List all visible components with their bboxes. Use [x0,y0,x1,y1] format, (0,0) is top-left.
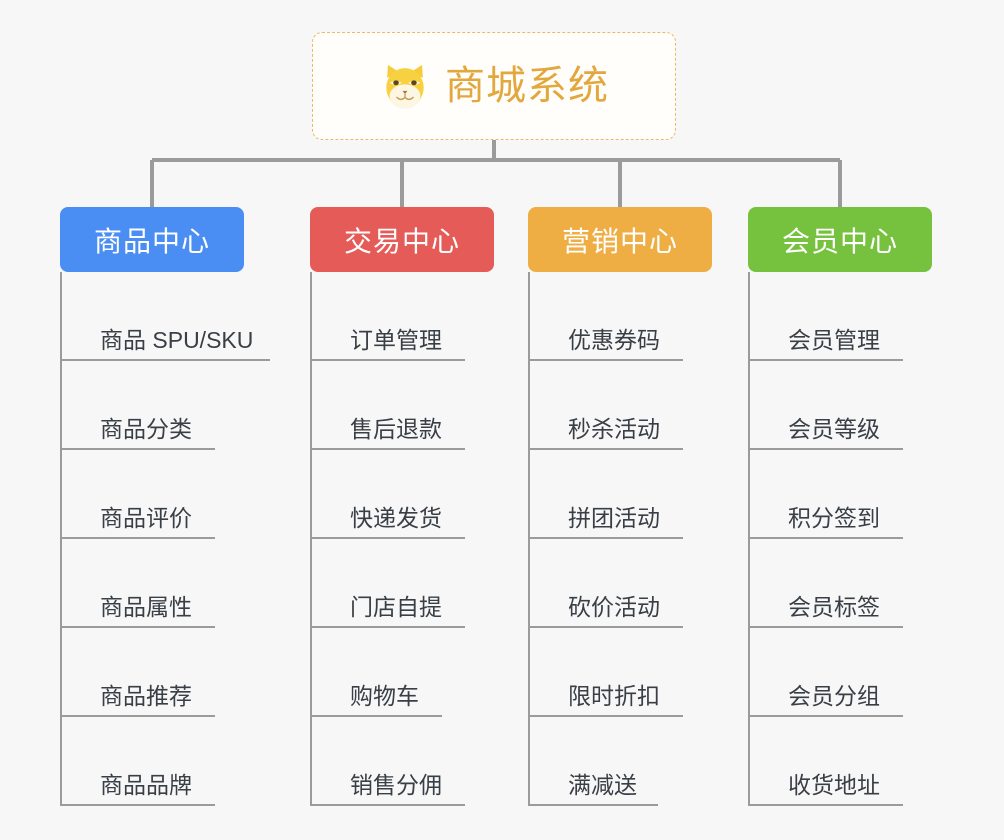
leaf-item[interactable]: 会员管理 [748,272,932,361]
leaf-underline [528,359,683,361]
leaf-item[interactable]: 会员标签 [748,539,932,628]
leaf-underline [310,448,465,450]
leaf-label: 商品 SPU/SKU [100,327,254,354]
leaf-label: 销售分佣 [350,772,442,799]
branch-header-member-center[interactable]: 会员中心 [748,207,932,272]
leaf-item[interactable]: 快递发货 [310,450,494,539]
branch-header-marketing-center[interactable]: 营销中心 [528,207,712,272]
leaf-label: 商品属性 [100,594,192,621]
leaf-item[interactable]: 商品属性 [60,539,244,628]
branch-trunk-line [748,272,750,806]
leaf-underline [60,804,215,806]
branch-trunk-line [528,272,530,806]
leaf-underline [60,537,215,539]
branch-header-product-center[interactable]: 商品中心 [60,207,244,272]
leaf-item[interactable]: 秒杀活动 [528,361,712,450]
leaf-item[interactable]: 销售分佣 [310,717,494,806]
leaf-underline [60,359,270,361]
leaf-item[interactable]: 门店自提 [310,539,494,628]
leaf-label: 售后退款 [350,416,442,443]
leaf-label: 会员等级 [788,416,880,443]
leaf-underline [310,537,465,539]
leaf-underline [528,537,683,539]
leaf-item[interactable]: 满减送 [528,717,712,806]
leaf-item[interactable]: 收货地址 [748,717,932,806]
leaf-item[interactable]: 订单管理 [310,272,494,361]
leaf-underline [310,715,442,717]
leaf-underline [528,448,683,450]
leaf-list-trade-center: 订单管理售后退款快递发货门店自提购物车销售分佣 [310,272,494,806]
leaf-list-member-center: 会员管理会员等级积分签到会员标签会员分组收货地址 [748,272,932,806]
leaf-label: 会员分组 [788,683,880,710]
shiba-dog-face-icon [386,64,424,109]
leaf-underline [748,537,903,539]
leaf-item[interactable]: 会员等级 [748,361,932,450]
leaf-label: 快递发货 [350,505,442,532]
leaf-underline [748,715,903,717]
branch-trade-center: 交易中心订单管理售后退款快递发货门店自提购物车销售分佣 [310,207,494,806]
leaf-underline [60,715,215,717]
leaf-item[interactable]: 售后退款 [310,361,494,450]
leaf-item[interactable]: 商品推荐 [60,628,244,717]
leaf-underline [748,804,903,806]
branch-marketing-center: 营销中心优惠券码秒杀活动拼团活动砍价活动限时折扣满减送 [528,207,712,806]
branch-product-center: 商品中心商品 SPU/SKU 商品分类商品评价商品属性商品推荐商品品牌 [60,207,270,806]
leaf-label: 商品分类 [100,416,192,443]
leaf-label: 商品品牌 [100,772,192,799]
root-node[interactable]: 商城系统 [312,32,676,140]
leaf-item[interactable]: 积分签到 [748,450,932,539]
leaf-label: 会员标签 [788,594,880,621]
leaf-label: 限时折扣 [568,683,660,710]
leaf-underline [310,359,465,361]
branch-trunk-line [310,272,312,806]
branch-header-trade-center[interactable]: 交易中心 [310,207,494,272]
leaf-underline [60,448,215,450]
leaf-item[interactable]: 商品评价 [60,450,244,539]
leaf-underline [748,448,903,450]
leaf-underline [60,626,215,628]
leaf-item[interactable]: 砍价活动 [528,539,712,628]
leaf-item[interactable]: 商品品牌 [60,717,244,806]
leaf-item[interactable]: 购物车 [310,628,494,717]
branch-trunk-line [60,272,62,806]
leaf-underline [310,804,465,806]
leaf-underline [748,359,903,361]
leaf-underline [528,715,683,717]
leaf-list-product-center: 商品 SPU/SKU 商品分类商品评价商品属性商品推荐商品品牌 [60,272,270,806]
leaf-label: 积分签到 [788,505,880,532]
leaf-underline [528,626,683,628]
leaf-underline [748,626,903,628]
leaf-label: 秒杀活动 [568,416,660,443]
leaf-label: 拼团活动 [568,505,660,532]
leaf-label: 购物车 [350,683,419,710]
leaf-label: 商品推荐 [100,683,192,710]
leaf-underline [310,626,465,628]
leaf-label: 商品评价 [100,505,192,532]
leaf-label: 收货地址 [788,772,880,799]
leaf-label: 砍价活动 [568,594,660,621]
leaf-item[interactable]: 会员分组 [748,628,932,717]
leaf-underline [528,804,658,806]
leaf-item[interactable]: 拼团活动 [528,450,712,539]
leaf-label: 会员管理 [788,327,880,354]
leaf-label: 满减送 [568,772,637,799]
branch-member-center: 会员中心会员管理会员等级积分签到会员标签会员分组收货地址 [748,207,932,806]
leaf-label: 优惠券码 [568,327,660,354]
leaf-label: 门店自提 [350,594,442,621]
leaf-item[interactable]: 限时折扣 [528,628,712,717]
leaf-item[interactable]: 商品 SPU/SKU [60,272,270,361]
root-title: 商城系统 [445,64,609,108]
leaf-item[interactable]: 优惠券码 [528,272,712,361]
leaf-item[interactable]: 商品分类 [60,361,244,450]
leaf-label: 订单管理 [350,327,442,354]
leaf-list-marketing-center: 优惠券码秒杀活动拼团活动砍价活动限时折扣满减送 [528,272,712,806]
